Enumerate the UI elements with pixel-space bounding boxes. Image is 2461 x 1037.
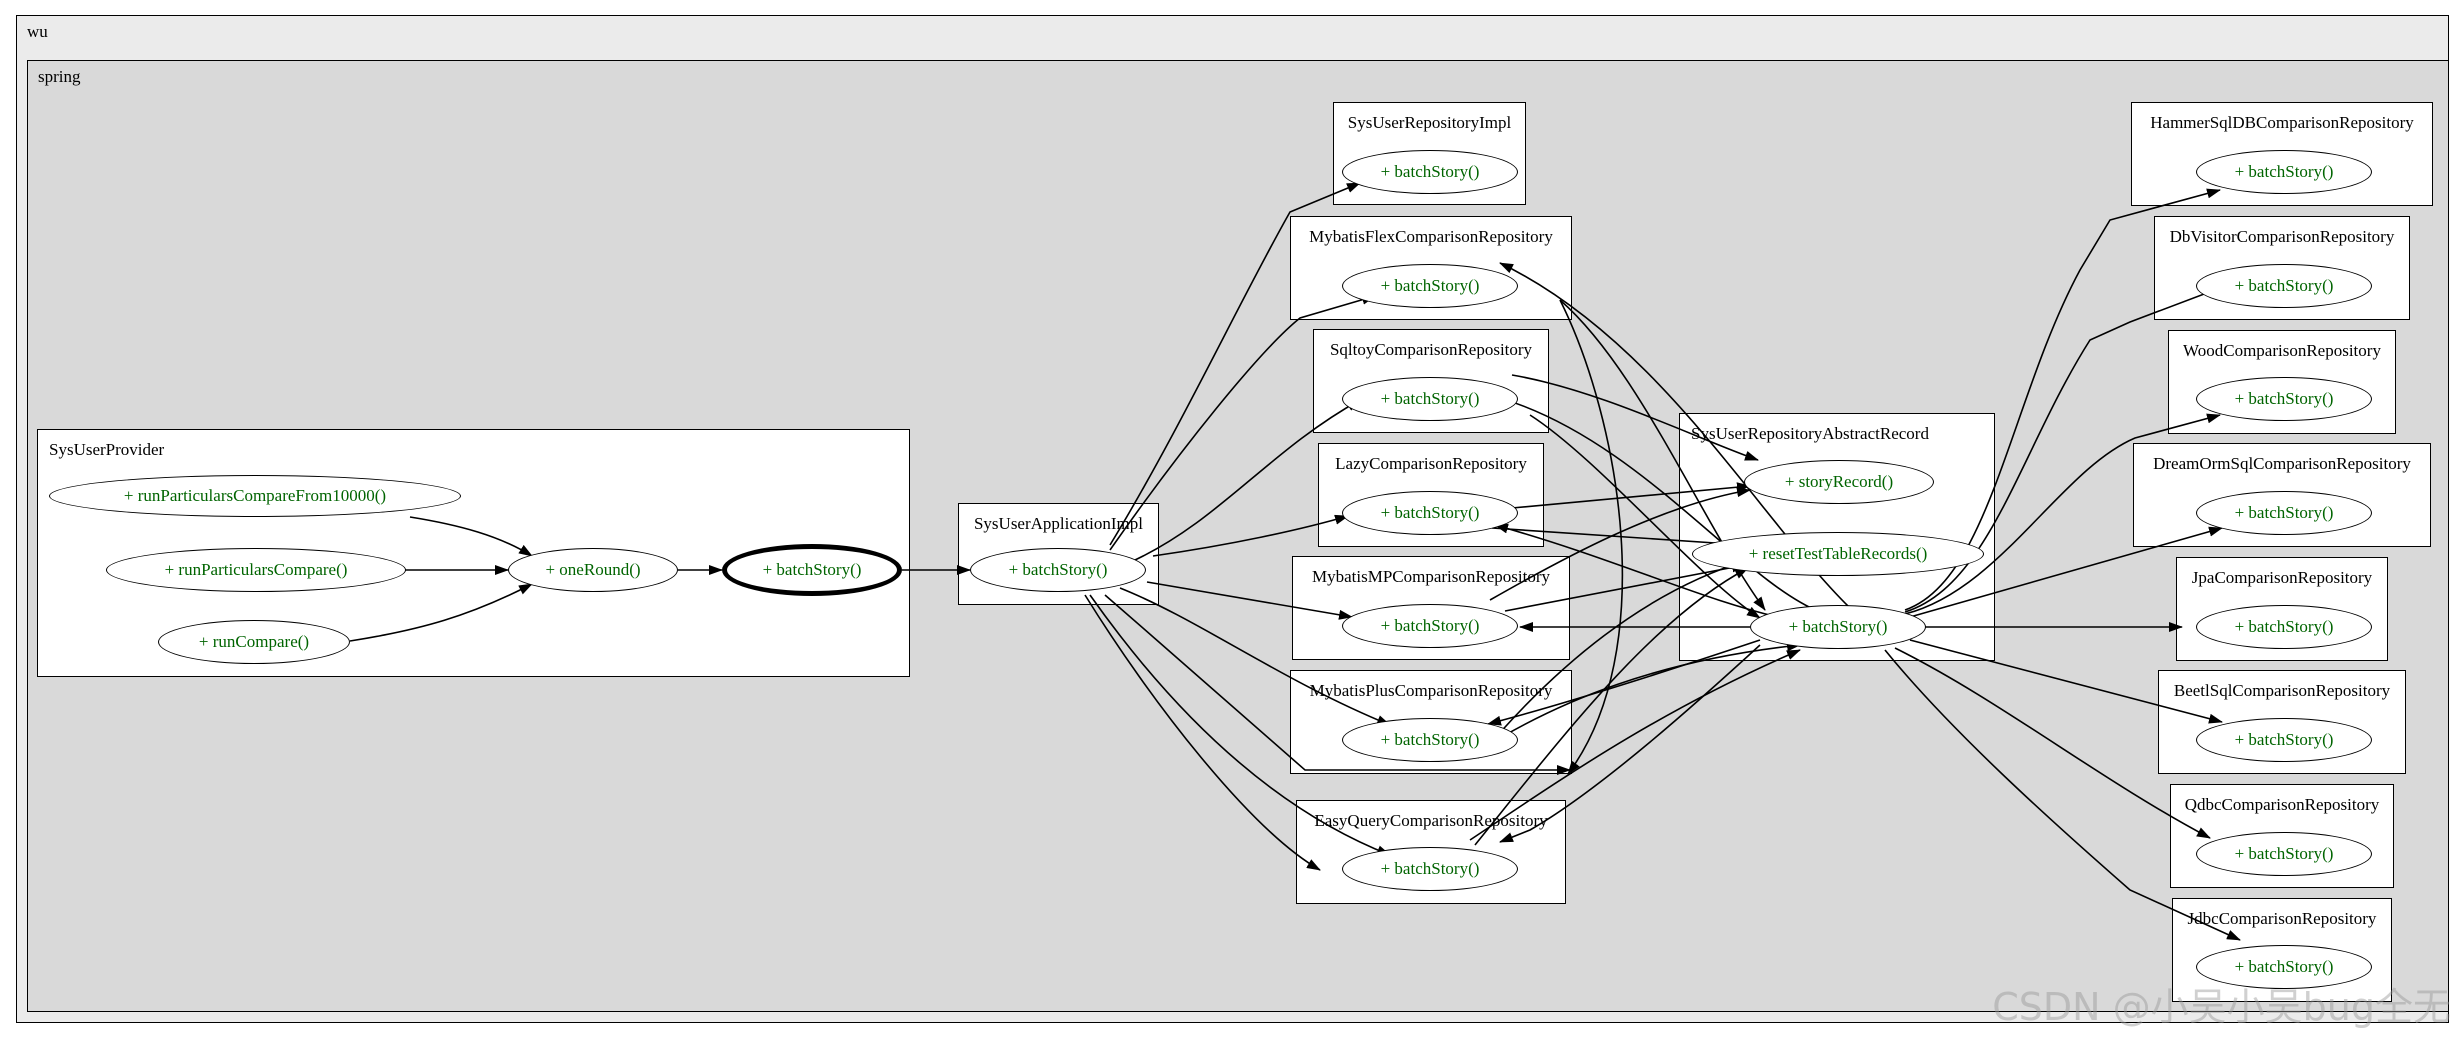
class-title: JpaComparisonRepository — [2191, 568, 2373, 587]
class-title: WoodComparisonRepository — [2183, 341, 2381, 360]
class-title: HammerSqlDBComparisonRepository — [2150, 113, 2414, 132]
edge — [1134, 399, 1361, 561]
method-run-compare[interactable]: + runCompare() — [158, 620, 350, 664]
class-title: SysUserApplicationImpl — [973, 514, 1144, 533]
method-abstract-batch-story[interactable]: + batchStory() — [1750, 605, 1926, 649]
edge — [1904, 287, 2221, 613]
edge — [1487, 639, 1761, 726]
class-title: JdbcComparisonRepository — [2187, 909, 2377, 928]
method-reset-test-table-records[interactable]: + resetTestTableRecords() — [1692, 532, 1984, 576]
edge — [1884, 649, 2241, 941]
cluster-spring-label: spring — [38, 67, 81, 86]
method-jdbc-batch-story[interactable]: + batchStory() — [2196, 945, 2372, 989]
method-beetl-sql-batch-story[interactable]: + batchStory() — [2196, 718, 2372, 762]
method-run-particulars-compare[interactable]: + runParticularsCompare() — [106, 548, 406, 592]
method-jpa-batch-story[interactable]: + batchStory() — [2196, 605, 2372, 649]
edge — [1474, 567, 1749, 846]
edge — [1511, 482, 1751, 509]
method-run-particulars-compare-from-10000[interactable]: + runParticularsCompareFrom10000() — [49, 475, 461, 517]
edge — [1494, 523, 1791, 621]
class-title: EasyQueryComparisonRepository — [1314, 811, 1548, 830]
method-qdbc-batch-story[interactable]: + batchStory() — [2196, 832, 2372, 876]
class-title: QdbcComparisonRepository — [2184, 795, 2380, 814]
edge — [1469, 649, 1801, 841]
edge — [1146, 581, 1353, 620]
watermark: CSDN @小吴小吴bug全无 — [1992, 985, 2451, 1029]
edge — [1104, 594, 1571, 775]
edge — [349, 583, 533, 642]
method-hammer-sql-db-batch-story[interactable]: + batchStory() — [2196, 150, 2372, 194]
edge — [1511, 374, 1759, 461]
edge — [1477, 559, 1749, 759]
class-title: SqltoyComparisonRepository — [1329, 340, 1533, 359]
method-wood-batch-story[interactable]: + batchStory() — [2196, 377, 2372, 421]
edge — [1479, 641, 1801, 751]
method-lazy-batch-story[interactable]: + batchStory() — [1342, 491, 1518, 535]
method-mybatis-flex-batch-story[interactable]: + batchStory() — [1342, 264, 1518, 308]
method-one-round[interactable]: + oneRound() — [508, 548, 678, 592]
class-title: DreamOrmSqlComparisonRepository — [2153, 454, 2411, 473]
edge — [1894, 647, 2211, 839]
class-title: MybatisFlexComparisonRepository — [1309, 227, 1553, 246]
method-mybatis-mp-batch-story[interactable]: + batchStory() — [1342, 604, 1518, 648]
method-application-batch-story[interactable]: + batchStory() — [970, 548, 1146, 592]
method-db-visitor-batch-story[interactable]: + batchStory() — [2196, 264, 2372, 308]
class-title: SysUserRepositoryAbstractRecord — [1691, 424, 1929, 443]
class-title: MybatisPlusComparisonRepository — [1309, 681, 1553, 700]
edge — [1904, 413, 2221, 615]
edge — [1119, 587, 1391, 726]
edge — [1109, 182, 1361, 546]
method-mybatis-plus-batch-story[interactable]: + batchStory() — [1342, 718, 1518, 762]
class-title: MybatisMPComparisonRepository — [1311, 567, 1550, 586]
method-dream-orm-sql-batch-story[interactable]: + batchStory() — [2196, 491, 2372, 535]
class-title: BeetlSqlComparisonRepository — [2173, 681, 2391, 700]
edge — [1559, 299, 1624, 775]
class-title: DbVisitorComparisonRepository — [2169, 227, 2395, 246]
cluster-wu-label: wu — [27, 22, 48, 41]
method-sqltoy-batch-story[interactable]: + batchStory() — [1342, 377, 1518, 421]
class-title: SysUserRepositoryImpl — [1347, 113, 1512, 132]
edge — [1559, 299, 1766, 611]
class-title: LazyComparisonRepository — [1335, 454, 1527, 473]
edge — [1084, 594, 1321, 871]
edge — [1089, 594, 1391, 856]
class-title: SysUserProvider — [49, 440, 165, 459]
method-provider-batch-story[interactable]: + batchStory() — [722, 544, 902, 596]
edge — [1491, 527, 1746, 550]
edge — [1909, 639, 2223, 724]
method-easy-query-batch-story[interactable]: + batchStory() — [1342, 847, 1518, 891]
edge — [409, 516, 533, 557]
edge — [1909, 526, 2223, 618]
edge — [1904, 188, 2221, 611]
edge — [1499, 396, 1821, 613]
method-sys-user-repository-impl-batch-story[interactable]: + batchStory() — [1342, 150, 1518, 194]
edge — [1152, 514, 1349, 557]
edge — [1499, 644, 1761, 843]
method-story-record[interactable]: + storyRecord() — [1744, 460, 1934, 504]
edge — [1529, 414, 1761, 619]
edge — [1109, 294, 1376, 551]
